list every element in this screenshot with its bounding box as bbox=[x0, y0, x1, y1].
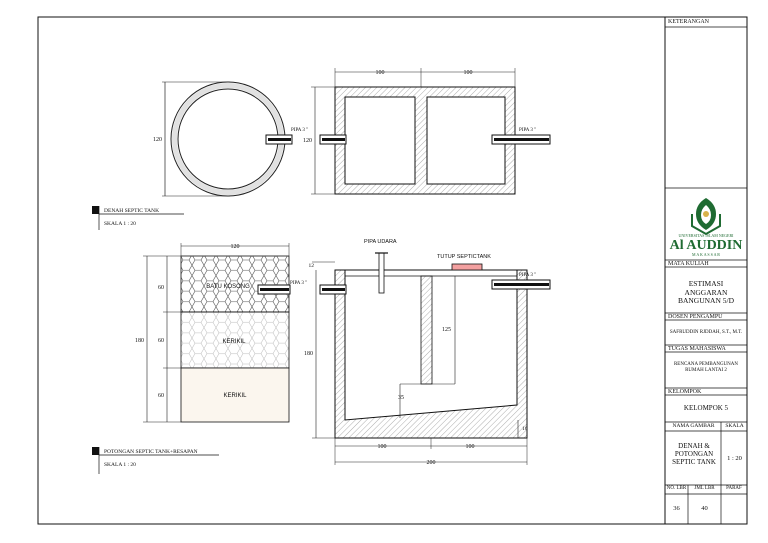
absorb-l3-dim: 60 bbox=[158, 393, 164, 399]
plan-title: DENAH SEPTIC TANK bbox=[104, 208, 159, 214]
logo-name: Al AUDDIN bbox=[669, 238, 743, 253]
tugas-label: TUGAS MAHASISWA bbox=[668, 346, 726, 352]
absorption-well-section: BATU KOSONG KERIKIL KERIKIL 120 180 60 6… bbox=[135, 243, 307, 423]
pipe-label-plan-left: PIPA 3 " bbox=[291, 128, 308, 133]
septic-tank-plan: 100 100 120 PIPA 3 " bbox=[303, 68, 551, 195]
layer-bot-label: KERIKIL bbox=[223, 393, 247, 399]
plan-dim-left: 100 bbox=[376, 70, 385, 76]
plan-dim-right: 100 bbox=[464, 70, 473, 76]
absorb-width-dim: 120 bbox=[231, 244, 240, 250]
dosen-value: SAFRUDDIN RJDDAH, S.T., M.T. bbox=[669, 330, 743, 335]
skala-label: SKALA bbox=[725, 423, 744, 429]
no-lbr-label: NO. LBR bbox=[666, 486, 687, 491]
sludge-dim: 35 bbox=[398, 395, 404, 401]
skala-value: 1 : 20 bbox=[727, 455, 742, 462]
absorb-l2-dim: 60 bbox=[158, 338, 164, 344]
floor-dim: 16 bbox=[522, 426, 528, 432]
plan-scale: SKALA 1 : 20 bbox=[104, 221, 136, 227]
absorb-l1-dim: 60 bbox=[158, 285, 164, 291]
nama-gambar-value: DENAH & POTONGAN SEPTIC TANK bbox=[672, 442, 716, 467]
mata-kuliah-label: MATA KULIAH bbox=[668, 261, 709, 267]
cover-label: TUTUP SEPTICTANK bbox=[437, 254, 491, 260]
logo-arc-text: UNIVERSITAS ISLAM NEGERI bbox=[678, 233, 734, 238]
logo-subtitle: M A K A S S A R bbox=[692, 252, 720, 257]
keterangan-label: KETERANGAN bbox=[668, 19, 709, 25]
tank-depth-dim: 180 bbox=[304, 351, 313, 357]
absorb-total-dim: 180 bbox=[135, 338, 144, 344]
title-block-grid bbox=[665, 26, 747, 524]
dosen-label: DOSEN PENGAMPU bbox=[668, 314, 723, 320]
mata-kuliah-value: ESTIMASI ANGGARAN BANGUNAN 5/D bbox=[677, 279, 735, 306]
kelompok-value: KELOMPOK 5 bbox=[683, 404, 729, 412]
pipe-label-section-left: PIPA 3 " bbox=[290, 281, 307, 286]
sheet-border bbox=[37, 16, 748, 525]
section-title: POTONGAN SEPTIC TANK+RESAPAN bbox=[104, 449, 198, 455]
paraf-label: PARAF bbox=[726, 486, 742, 491]
circle-dim: 120 bbox=[153, 137, 162, 143]
jml-lbr-value: 40 bbox=[701, 505, 708, 512]
baffle-dim: 125 bbox=[442, 327, 451, 333]
kelompok-label: KELOMPOK bbox=[668, 389, 702, 395]
layer-mid-label: KERIKIL bbox=[222, 339, 246, 345]
no-lbr-value: 36 bbox=[673, 505, 680, 512]
pipe-label-plan-right: PIPA 3 " bbox=[519, 128, 536, 133]
sec-dim-right: 100 bbox=[466, 444, 475, 450]
absorption-well-plan: 120 PIPA 3 " bbox=[153, 81, 308, 197]
plan-dim-height: 120 bbox=[303, 138, 312, 144]
air-pipe-label: PIPA UDARA bbox=[364, 239, 397, 245]
section-scale: SKALA 1 : 20 bbox=[104, 462, 136, 468]
septic-tank-section: TUTUP SEPTICTANK PIPA UDARA 125 35 12 18… bbox=[304, 239, 551, 466]
pipe-label-section-right: PIPA 3 " bbox=[519, 273, 536, 278]
jml-lbr-label: JML LBR bbox=[694, 486, 715, 491]
university-logo bbox=[691, 198, 721, 236]
nama-gambar-label: NAMA GAMBAR bbox=[672, 423, 715, 429]
top-gap-dim: 12 bbox=[309, 263, 315, 269]
layer-top-label: BATU KOSONG bbox=[206, 284, 250, 290]
tugas-value: RENCANA PEMBANGUNAN RUMAH LANTAI 2 bbox=[673, 362, 739, 373]
sec-dim-total: 200 bbox=[427, 460, 436, 466]
plan-title-marker: DENAH SEPTIC TANK SKALA 1 : 20 bbox=[92, 206, 184, 230]
section-title-marker: POTONGAN SEPTIC TANK+RESAPAN SKALA 1 : 2… bbox=[92, 447, 219, 474]
sec-dim-left: 100 bbox=[378, 444, 387, 450]
